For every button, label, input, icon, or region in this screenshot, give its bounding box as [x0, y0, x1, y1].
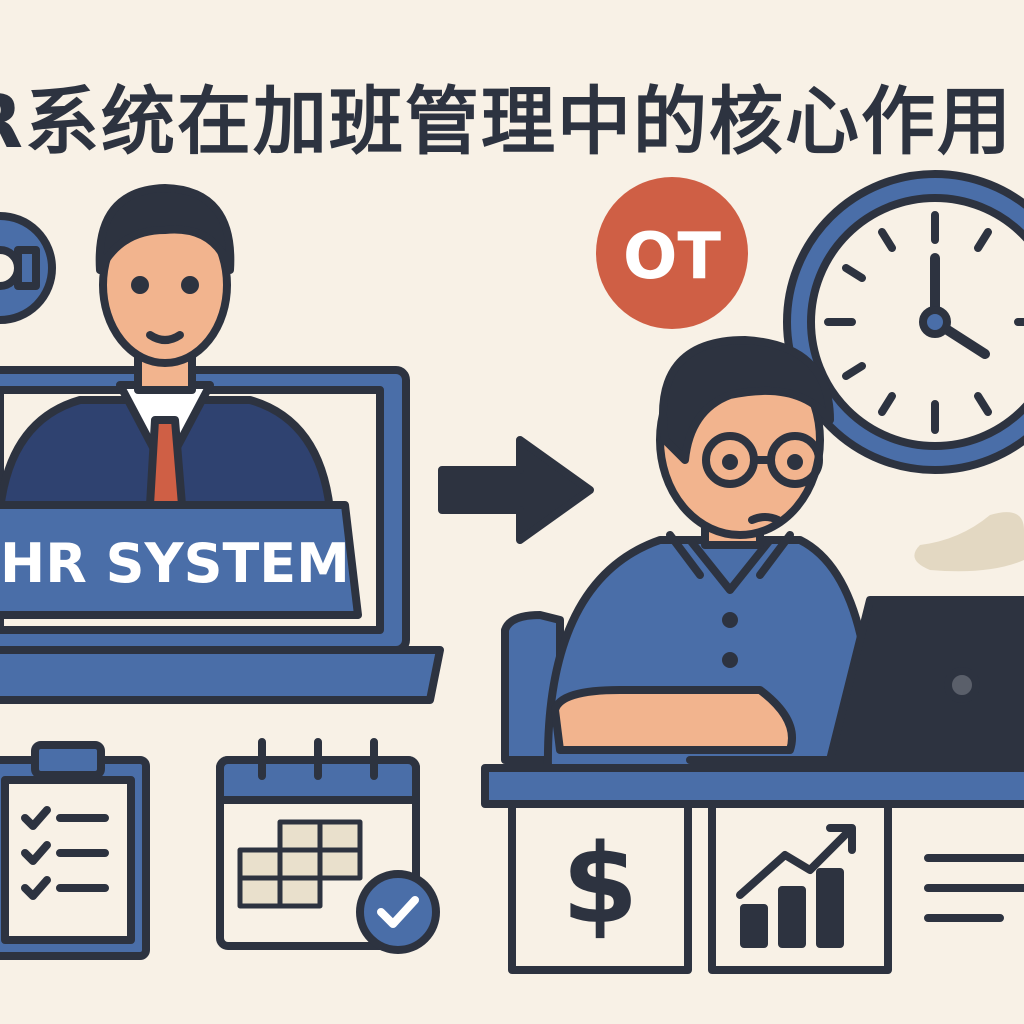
clipboard-checklist-icon	[0, 741, 150, 960]
ot-badge	[596, 177, 748, 329]
steam-cloud	[914, 512, 1024, 572]
hr-system-banner	[0, 501, 362, 619]
dollar-card	[508, 800, 692, 974]
text-lines-icon	[924, 854, 1024, 922]
page-title: R系统在加班管理中的核心作用	[0, 79, 1013, 165]
ot-label: OT	[623, 220, 721, 294]
laptop-icon	[686, 596, 1024, 764]
dollar-icon: $	[562, 820, 639, 948]
desk	[481, 764, 1024, 808]
hr-system-label: HR SYSTEM	[0, 532, 350, 595]
clock-icon	[783, 170, 1024, 474]
gear-icon	[0, 212, 56, 324]
check-badge-icon	[356, 870, 440, 954]
growth-chart-icon	[708, 800, 892, 974]
worker-figure	[501, 336, 874, 774]
arrow-right-icon	[438, 436, 594, 544]
hr-manager-figure	[0, 184, 334, 514]
